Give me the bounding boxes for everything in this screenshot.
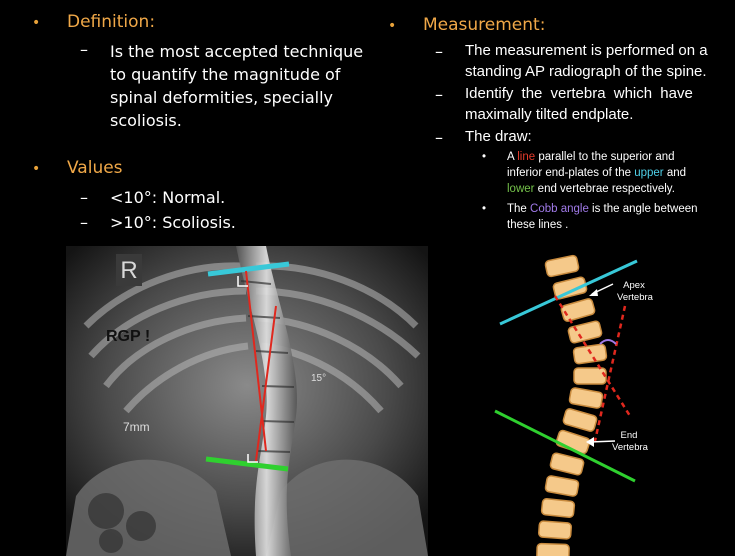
upper-endplate-line [207,261,290,277]
measurement-bullet: • [388,18,397,34]
vertebra [562,408,598,432]
measurement-line: The measurement is performed on a [465,42,708,59]
definition-heading: Definition: [67,12,156,32]
lower-endplate-line [205,456,289,472]
vertebra [567,320,603,344]
spine-xray-image: R RGP ! 15° 7mm [66,246,428,556]
values-bullet: • [32,161,41,177]
cobb-angle-diagram: Apex Vertebra End Vertebra [494,254,654,556]
apex-label: Vertebra [617,292,654,303]
angle-label: 15° [311,373,326,384]
vertebra [544,475,580,497]
red-perpendicular-lower [255,305,277,462]
red-dashed-perpendicular-upper [553,295,632,417]
measurement-dash: – [435,42,443,61]
definition-bullet: • [32,15,41,31]
apex-label: Apex [623,280,645,291]
measurement-dash: – [435,85,443,104]
ribs [83,262,421,414]
end-label: End [621,430,638,441]
measurement-heading: Measurement: [423,15,546,35]
sub-bullet: • [482,203,487,215]
definition-line: to quantify the magnitude of [110,65,341,84]
green-word: lower [507,183,535,195]
vertebra [540,498,576,518]
values-normal: <10°: Normal. [110,188,226,207]
end-arrow [589,440,616,443]
vertebra [538,520,572,540]
cyan-word: upper [634,167,664,179]
values-scoliosis: >10°: Scoliosis. [110,213,236,232]
definition-line: spinal deformities, specially [110,88,333,107]
measurement-line: The draw: [465,128,532,145]
definition-dash: – [80,40,88,59]
vertebrae-stack [536,254,608,556]
definition-line: Is the most accepted technique [110,42,364,61]
values-dash: – [80,213,88,232]
sub-item-line: lower end vertebrae respectively. [507,183,675,195]
marker-box [116,254,142,286]
definition-line: scoliosis. [110,111,182,130]
end-label: Vertebra [612,442,649,453]
sub-item-line: A line parallel to the superior and [507,151,675,163]
vertebra [549,452,585,476]
sub-item-line: The Cobb angle is the angle between [507,203,698,215]
red-word: line [517,151,536,163]
purple-word: Cobb angle [530,203,589,215]
r-marker: R [120,257,137,284]
vertebra [568,387,604,409]
red-perpendicular-upper [245,270,267,452]
sub-item-line: these lines . [507,219,569,231]
measurement-dash: – [435,128,443,147]
spine-column [236,246,297,556]
sub-bullet: • [482,151,487,163]
sub-item-line: inferior end-plates of the upper and [507,167,687,179]
measurement-line: Identify the vertebra which have [465,85,693,102]
measurement-line: standing AP radiograph of the spine. [465,63,707,80]
values-dash: – [80,188,88,207]
rgp-label: RGP ! [106,328,150,345]
vertebra [536,542,570,556]
measurement-line: maximally tilted endplate. [465,106,634,123]
values-heading: Values [67,158,123,178]
lower-cobb-line [494,409,636,483]
pelvis-right [266,459,428,556]
vertebra [544,254,580,278]
vertebra [573,367,607,385]
cobb-angle-arc [599,339,617,345]
vertebra [560,298,596,322]
scale-label: 7mm [123,420,150,434]
upper-cobb-line [499,259,638,326]
